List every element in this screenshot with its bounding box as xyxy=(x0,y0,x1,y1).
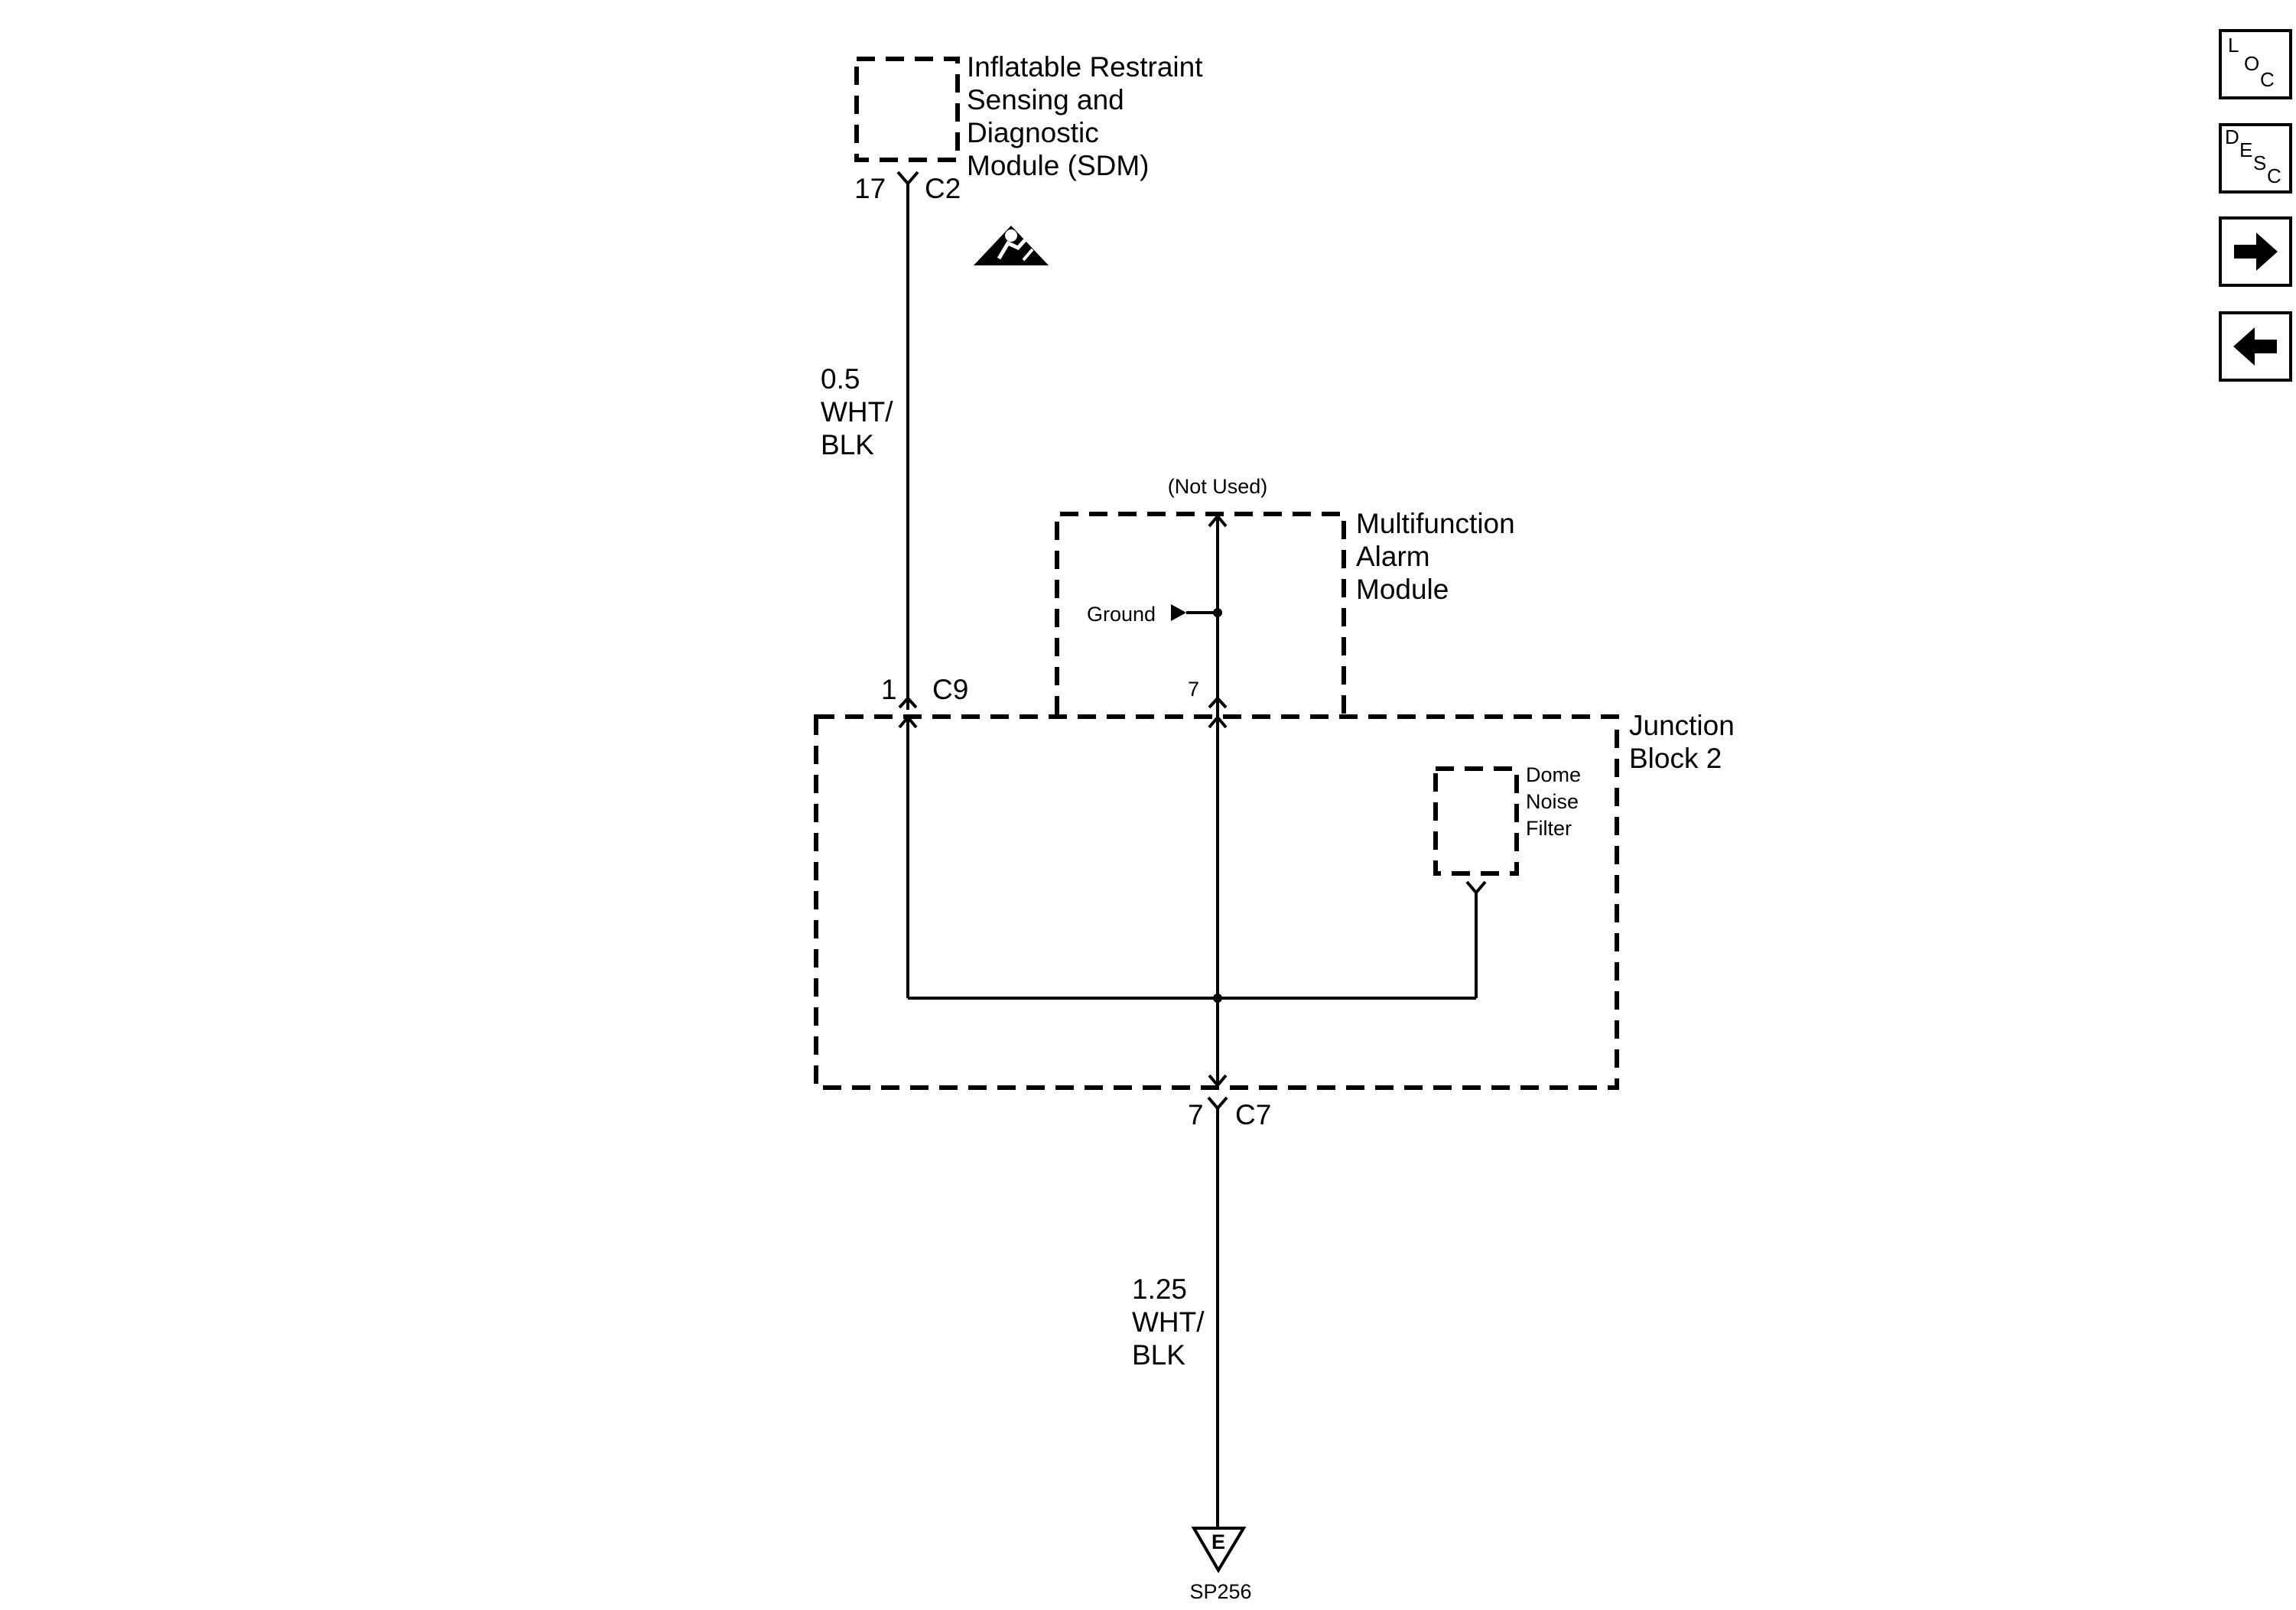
nav-prev-button[interactable] xyxy=(2219,311,2292,382)
connector-c7: 7 C7 xyxy=(1188,1096,1271,1130)
sdm-label-line1: Inflatable Restraint xyxy=(967,51,1203,83)
nav-desc-c: C xyxy=(2267,164,2281,187)
nav-loc-button[interactable]: L O C xyxy=(2219,29,2292,99)
alarm-label-line2: Alarm xyxy=(1356,541,1430,572)
ground-point-label: SP256 xyxy=(1189,1580,1251,1603)
connector-c9: 1 C9 xyxy=(881,674,968,729)
wire-lower-gauge: 1.25 xyxy=(1132,1273,1187,1305)
connector-c2: 17 C2 xyxy=(854,171,961,204)
dome-filter-line3: Filter xyxy=(1526,817,1572,840)
nav-desc-s: S xyxy=(2253,151,2266,174)
connector-c9-pin: 1 xyxy=(881,674,897,705)
junction-label-line2: Block 2 xyxy=(1629,743,1722,774)
junction-block-2: Junction Block 2 xyxy=(814,710,1735,1090)
nav-desc-e: E xyxy=(2239,138,2252,161)
multifunction-alarm-module: (Not Used) Multifunction Alarm Module Gr… xyxy=(1055,475,1515,714)
sdm-box xyxy=(854,57,960,162)
alarm-label-line3: Module xyxy=(1356,574,1449,605)
nav-desc-d: D xyxy=(2225,125,2239,148)
arrow-right-icon xyxy=(2234,233,2278,271)
nav-desc-button[interactable]: D E S C xyxy=(2219,123,2292,194)
connector-c9-symbol-top xyxy=(898,696,918,709)
nav-loc-o: O xyxy=(2244,52,2259,75)
junction-splice xyxy=(1213,994,1222,1003)
sdm-label-line4: Module (SDM) xyxy=(967,150,1150,181)
junction-block-box xyxy=(814,714,1619,1090)
wire-upper-color1: WHT/ xyxy=(821,396,893,428)
not-used-label: (Not Used) xyxy=(1168,475,1268,498)
ground-arrow-icon xyxy=(1171,604,1186,621)
sdm-label-line2: Sensing and xyxy=(967,84,1124,115)
sdm-label-line3: Diagnostic xyxy=(967,117,1099,148)
junction-label-line1: Junction xyxy=(1629,710,1735,741)
dome-filter-line2: Noise xyxy=(1526,790,1579,813)
nav-loc-c: C xyxy=(2260,68,2275,91)
dome-filter-box xyxy=(1433,766,1519,876)
wire-upper-gauge: 0.5 xyxy=(821,363,860,395)
wire-upper-color2: BLK xyxy=(821,429,874,460)
ground-letter: E xyxy=(1211,1530,1225,1553)
alarm-pin-7: 7 xyxy=(1188,678,1199,701)
wire-lower-color1: WHT/ xyxy=(1132,1306,1205,1338)
ground-triangle-icon xyxy=(1191,1527,1247,1573)
airbag-warning-icon xyxy=(974,226,1049,265)
wire-lower-label: 1.25 WHT/ BLK xyxy=(1132,1273,1205,1371)
connector-c2-symbol xyxy=(896,171,919,187)
arrow-left-icon xyxy=(2233,327,2277,366)
nav-next-button[interactable] xyxy=(2219,216,2292,287)
dome-noise-filter: Dome Noise Filter xyxy=(1433,763,1581,896)
connector-c7-pin: 7 xyxy=(1188,1099,1204,1130)
connector-c7-label: C7 xyxy=(1235,1099,1271,1130)
connector-c7-symbol xyxy=(1207,1096,1228,1111)
dome-filter-line1: Dome xyxy=(1526,763,1581,786)
alarm-connector-symbol-top xyxy=(1208,696,1228,709)
alarm-connector-symbol-bottom xyxy=(1208,714,1228,729)
ground-label: Ground xyxy=(1087,603,1156,626)
junction-out-arrow xyxy=(1208,1074,1228,1088)
ground-point-sp256: E SP256 xyxy=(1189,1527,1252,1603)
connector-c2-label: C2 xyxy=(925,173,961,204)
alarm-label-line1: Multifunction xyxy=(1356,508,1515,539)
alarm-module-box xyxy=(1055,512,1346,714)
wire-upper-label: 0.5 WHT/ BLK xyxy=(821,363,893,460)
dome-filter-connector xyxy=(1465,880,1487,896)
not-used-arrow xyxy=(1208,513,1228,528)
nav-loc-l: L xyxy=(2228,34,2239,57)
sdm-module: Inflatable Restraint Sensing and Diagnos… xyxy=(854,51,1203,181)
connector-c9-label: C9 xyxy=(932,674,968,705)
connector-c2-pin: 17 xyxy=(854,173,886,204)
wire-lower-color2: BLK xyxy=(1132,1339,1185,1371)
